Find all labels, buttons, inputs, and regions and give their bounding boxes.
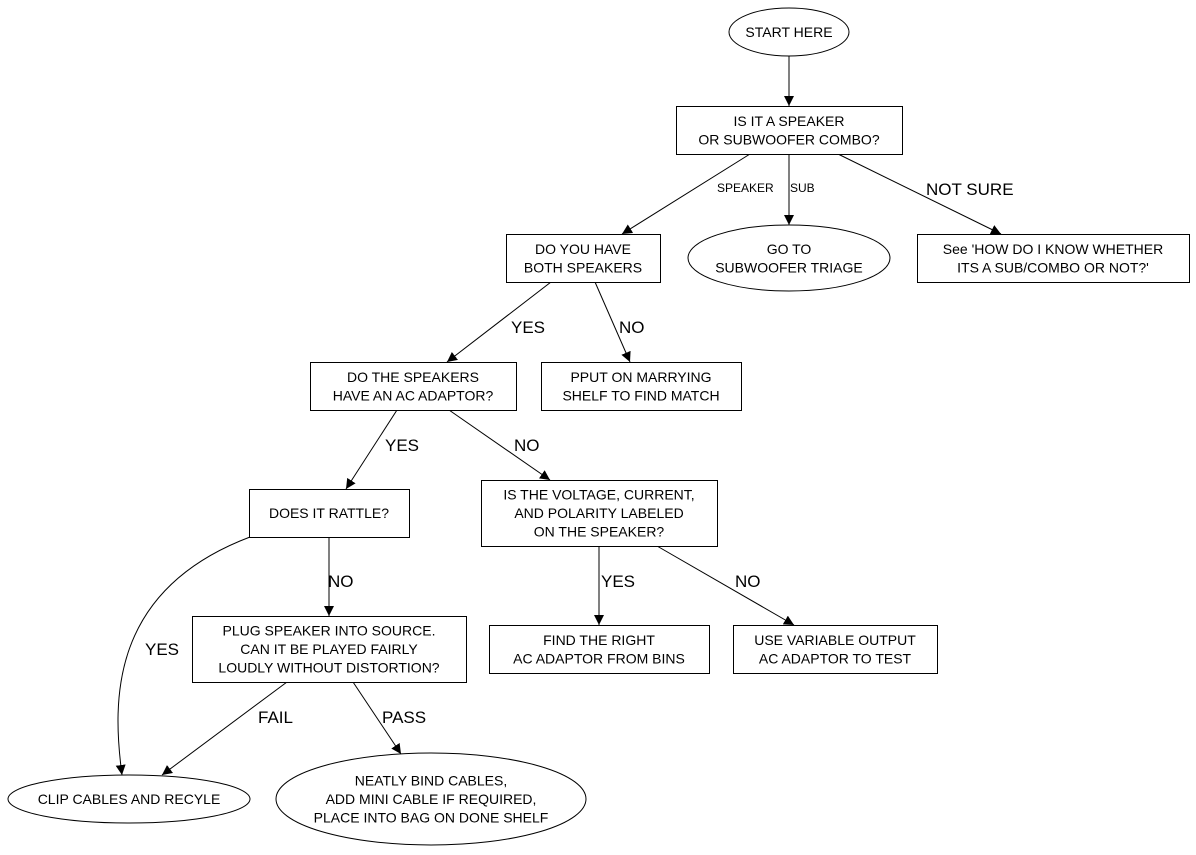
edge-q_adaptor-to-q_rattle <box>345 409 398 490</box>
node-text-line: DO YOU HAVE <box>535 241 631 257</box>
edge-label: NO <box>514 436 540 455</box>
box-shape <box>249 489 410 538</box>
edge-q_labeled-to-variable_adaptor <box>656 545 795 626</box>
node-text-line: USE VARIABLE OUTPUT <box>754 632 916 648</box>
edge-q_both-to-marrying <box>594 281 631 363</box>
node-text-line: PPUT ON MARRYING <box>570 369 711 385</box>
box-shape <box>310 362 517 411</box>
ellipse-shape <box>728 7 850 57</box>
node-text-line: HAVE AN AC ADAPTOR? <box>333 387 494 403</box>
box-shape <box>481 480 718 547</box>
node-text-line: SHELF TO FIND MATCH <box>562 387 719 403</box>
node-text-line: AC ADAPTOR FROM BINS <box>513 650 685 666</box>
node-q-labeled: IS THE VOLTAGE, CURRENT, AND POLARITY LAB… <box>481 480 718 547</box>
node-text-line: PLACE INTO BAG ON DONE SHELF <box>314 810 549 826</box>
edge-q_type-to-q_both <box>621 153 751 235</box>
edge-label: PASS <box>382 708 426 727</box>
node-q-adaptor: DO THE SPEAKERS HAVE AN AC ADAPTOR? <box>310 362 517 411</box>
edge-q_plug-to-recycle <box>161 681 288 776</box>
edge-label: YES <box>145 640 179 659</box>
node-q-type: IS IT A SPEAKER OR SUBWOOFER COMBO? <box>676 106 903 155</box>
node-q-plug: PLUG SPEAKER INTO SOURCE. CAN IT BE PLAYE… <box>192 616 467 683</box>
node-text-line: CLIP CABLES AND RECYLE <box>38 791 221 807</box>
node-variable-adaptor: USE VARIABLE OUTPUT AC ADAPTOR TO TEST <box>733 625 938 674</box>
edge-label: SPEAKER <box>717 181 774 195</box>
edge-label: YES <box>385 436 419 455</box>
node-text-line: DO THE SPEAKERS <box>347 369 479 385</box>
edge-q_adaptor-to-q_labeled <box>448 409 551 481</box>
box-shape <box>733 625 938 674</box>
node-text-line: LOUDLY WITHOUT DISTORTION? <box>218 660 439 676</box>
node-text-line: FIND THE RIGHT <box>543 632 655 648</box>
node-text-line: START HERE <box>745 24 832 40</box>
node-text-line: IS IT A SPEAKER <box>733 113 844 129</box>
node-find-adaptor: FIND THE RIGHT AC ADAPTOR FROM BINS <box>489 625 710 674</box>
node-text-line: NEATLY BIND CABLES, <box>355 773 508 789</box>
edge-label: YES <box>511 318 545 337</box>
node-text-line: IS THE VOLTAGE, CURRENT, <box>503 487 694 503</box>
node-see-how: See 'HOW DO I KNOW WHETHER ITS A SUB/COMB… <box>917 234 1190 283</box>
node-text-line: ITS A SUB/COMBO OR NOT?' <box>957 259 1149 275</box>
node-text-line: DOES IT RATTLE? <box>269 505 389 521</box>
edge-q_both-to-q_adaptor <box>446 281 552 363</box>
node-text-line: AND POLARITY LABELED <box>514 505 683 521</box>
edge-q_type-to-see_how <box>837 153 1002 235</box>
box-shape <box>192 616 467 683</box>
node-text-line: PLUG SPEAKER INTO SOURCE. <box>223 623 436 639</box>
edge-label: YES <box>601 572 635 591</box>
edge-q_rattle-to-recycle <box>115 536 251 776</box>
edge-label: NO <box>735 572 761 591</box>
node-sub-triage: GO TO SUBWOOFER TRIAGE <box>687 224 891 292</box>
node-recycle: CLIP CABLES AND RECYLE <box>7 774 251 824</box>
box-shape <box>917 234 1190 283</box>
edge-q_plug-to-done <box>352 681 402 755</box>
node-text-line: BOTH SPEAKERS <box>524 259 642 275</box>
box-shape <box>506 234 661 283</box>
box-shape <box>676 106 903 155</box>
node-marrying: PPUT ON MARRYING SHELF TO FIND MATCH <box>541 362 742 411</box>
node-start: START HERE <box>728 7 850 57</box>
node-done: NEATLY BIND CABLES, ADD MINI CABLE IF REQ… <box>275 752 587 846</box>
edge-label: NO <box>619 318 645 337</box>
edge-label: NOT SURE <box>926 180 1014 199</box>
node-text-line: AC ADAPTOR TO TEST <box>759 650 912 666</box>
edge-label: SUB <box>790 181 815 195</box>
node-text-line: See 'HOW DO I KNOW WHETHER <box>943 241 1163 257</box>
node-text-line: OR SUBWOOFER COMBO? <box>698 131 879 147</box>
edge-label: FAIL <box>258 708 293 727</box>
node-text-line: SUBWOOFER TRIAGE <box>715 259 863 275</box>
ellipse-shape <box>687 224 891 292</box>
ellipse-shape <box>7 774 251 824</box>
node-text-line: ADD MINI CABLE IF REQUIRED, <box>326 791 537 807</box>
node-text-line: CAN IT BE PLAYED FAIRLY <box>240 641 418 657</box>
node-text-line: ON THE SPEAKER? <box>534 524 665 540</box>
ellipse-shape <box>275 752 587 846</box>
edge-label: NO <box>328 572 354 591</box>
node-q-rattle: DOES IT RATTLE? <box>249 489 410 538</box>
box-shape <box>489 625 710 674</box>
node-q-both: DO YOU HAVE BOTH SPEAKERS <box>506 234 661 283</box>
box-shape <box>541 362 742 411</box>
node-text-line: GO TO <box>767 241 812 257</box>
